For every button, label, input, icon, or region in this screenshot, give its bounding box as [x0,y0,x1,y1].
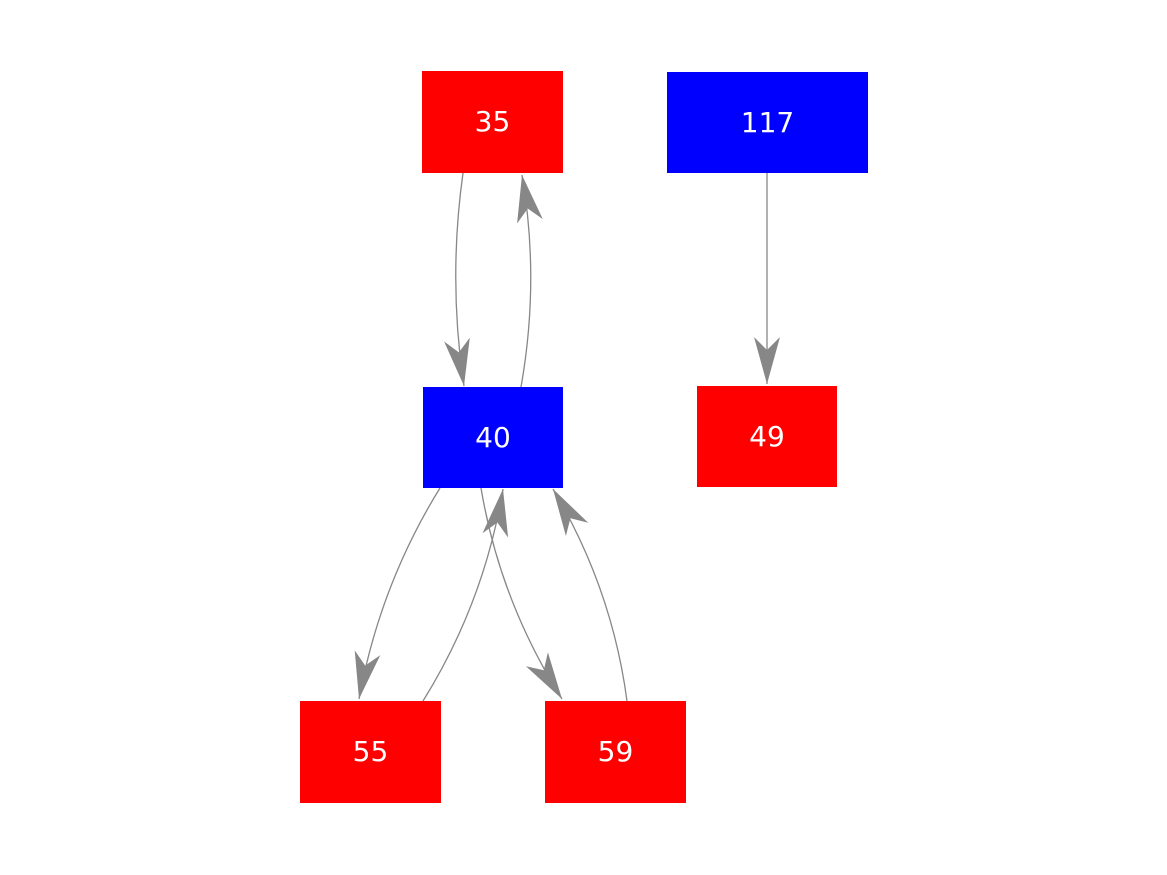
arrowhead-40-35 [517,175,543,224]
node-label: 55 [352,735,389,768]
node-label: 49 [749,419,785,453]
node-label: 117 [740,105,795,139]
arrowhead-117-49 [754,337,780,384]
node-label: 59 [597,735,634,768]
graph-node-55: 55 [300,701,441,803]
arrowhead-40-59 [525,652,562,699]
graph-node-40: 40 [423,387,563,488]
arrowhead-40-55 [354,650,381,699]
arrowhead-35-40 [444,337,470,386]
graph-node-117: 117 [667,72,868,173]
arrowhead-59-40 [553,489,589,536]
node-label: 40 [475,420,511,454]
graph-node-49: 49 [697,386,837,487]
graph-node-59: 59 [545,701,686,803]
graph-node-35: 35 [422,71,563,173]
node-label: 35 [474,105,511,138]
